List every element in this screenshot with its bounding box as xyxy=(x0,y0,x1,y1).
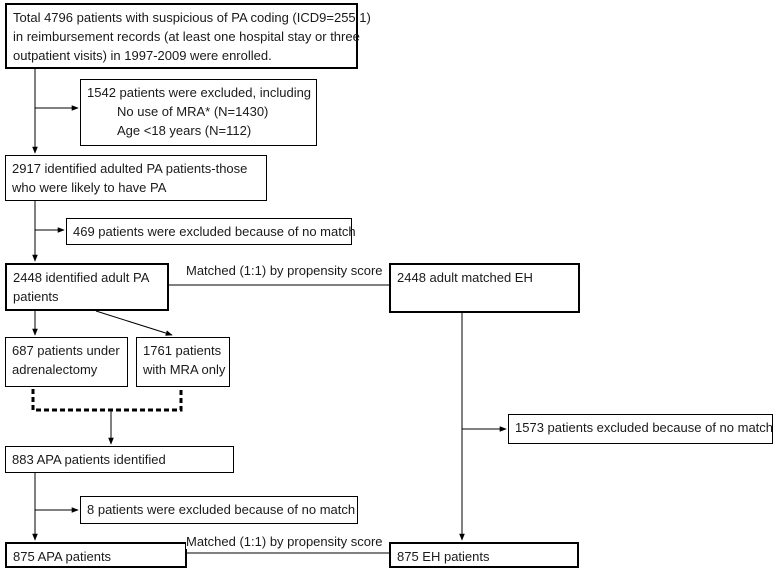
enrolled-line-3: outpatient visits) in 1997-2009 were enr… xyxy=(13,48,272,63)
merge-bracket xyxy=(31,389,183,412)
adult-pa-box: 2448 identified adult PA patients xyxy=(5,263,169,311)
identified-pa-line-1: 2917 identified adulted PA patients-thos… xyxy=(12,161,248,176)
excluded-first-box: 1542 patients were excluded, including N… xyxy=(80,79,317,146)
apa-identified-text: 883 APA patients identified xyxy=(12,452,166,467)
mra-only-line-2: with MRA only xyxy=(143,362,226,377)
excluded-469-text: 469 patients were excluded because of no… xyxy=(73,224,356,239)
excluded-first-item-mra: No use of MRA* (N=1430) xyxy=(117,104,269,119)
mra-only-box: 1761 patients with MRA only xyxy=(136,337,230,387)
eh-excluded-box: 1573 patients excluded because of no mat… xyxy=(508,414,773,444)
adult-pa-line-2: patients xyxy=(13,289,59,304)
enrolled-box: Total 4796 patients with suspicious of P… xyxy=(5,3,371,69)
adrenalectomy-line-2: adrenalectomy xyxy=(12,362,98,377)
mra-only-line-1: 1761 patients xyxy=(143,343,222,358)
adult-eh-text: 2448 adult matched EH xyxy=(397,270,533,285)
adult-eh-box: 2448 adult matched EH xyxy=(389,263,580,313)
excluded-first-title: 1542 patients were excluded, including xyxy=(87,85,312,100)
arrow-to-mra-only xyxy=(95,310,173,336)
match-label-bottom: Matched (1:1) by propensity score xyxy=(186,534,383,549)
eh-final-text: 875 EH patients xyxy=(397,549,490,564)
adrenalectomy-box: 687 patients under adrenalectomy xyxy=(5,337,128,387)
eh-final-box: 875 EH patients xyxy=(389,542,579,568)
apa-final-box: 875 APA patients xyxy=(5,542,187,568)
identified-pa-line-2: who were likely to have PA xyxy=(12,180,167,195)
excluded-8-box: 8 patients were excluded because of no m… xyxy=(80,496,358,524)
enrolled-line-1: Total 4796 patients with suspicious of P… xyxy=(13,10,371,25)
enrolled-line-2: in reimbursement records (at least one h… xyxy=(13,29,360,44)
excluded-469-box: 469 patients were excluded because of no… xyxy=(66,218,356,245)
apa-identified-box: 883 APA patients identified xyxy=(5,446,234,473)
excluded-8-text: 8 patients were excluded because of no m… xyxy=(87,502,356,517)
eh-excluded-text: 1573 patients excluded because of no mat… xyxy=(515,420,774,435)
adult-pa-line-1: 2448 identified adult PA xyxy=(13,270,150,285)
apa-final-text: 875 APA patients xyxy=(13,549,112,564)
match-label-top: Matched (1:1) by propensity score xyxy=(186,263,383,278)
adrenalectomy-line-1: 687 patients under xyxy=(12,343,120,358)
identified-pa-box: 2917 identified adulted PA patients-thos… xyxy=(5,155,267,201)
excluded-first-item-age: Age <18 years (N=112) xyxy=(117,123,252,138)
